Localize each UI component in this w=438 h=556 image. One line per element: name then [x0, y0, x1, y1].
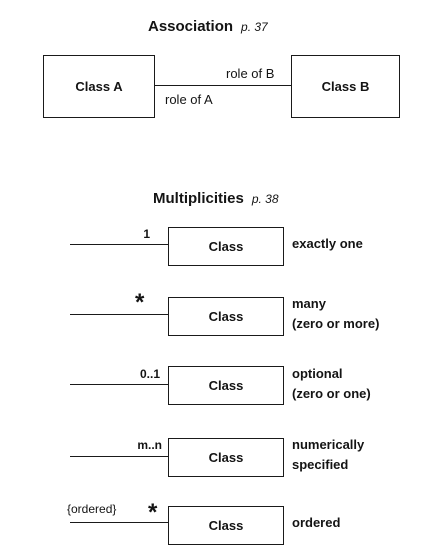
multiplicity-line-exactly-one	[70, 244, 168, 245]
association-title: Association	[148, 18, 234, 35]
description-many: many (zero or more)	[292, 294, 379, 334]
role-of-b-label: role of B	[226, 66, 275, 81]
description-line: (zero or more)	[292, 316, 380, 331]
description-line: specified	[292, 457, 349, 472]
multiplicity-line-numeric	[70, 456, 168, 457]
description-exactly-one: exactly one	[292, 234, 363, 254]
multiplicity-label-ordered: *	[148, 499, 158, 526]
description-line: ordered	[292, 515, 341, 530]
association-page-ref: p. 37	[241, 20, 268, 34]
class-box-exactly-one: Class	[168, 227, 284, 266]
class-box-ordered: Class	[168, 506, 284, 545]
description-line: numerically	[292, 437, 365, 452]
ordered-constraint-label: {ordered}	[67, 502, 117, 516]
multiplicities-heading: Multiplicities p. 38	[153, 190, 279, 207]
description-line: many	[292, 296, 326, 311]
description-line: (zero or one)	[292, 386, 371, 401]
multiplicities-page-ref: p. 38	[251, 192, 279, 206]
multiplicity-label-optional: 0..1	[139, 367, 160, 381]
description-optional: optional (zero or one)	[292, 364, 371, 404]
description-ordered: ordered	[292, 513, 340, 533]
association-line	[155, 85, 291, 86]
description-line: exactly one	[292, 236, 363, 251]
association-heading: Association p. 37	[148, 18, 268, 35]
class-box-numeric: Class	[168, 438, 284, 477]
class-b-box: Class B	[291, 55, 400, 118]
multiplicity-label-many: *	[135, 289, 145, 316]
multiplicity-line-ordered	[70, 522, 168, 523]
multiplicity-label-numeric: m..n	[137, 438, 162, 452]
description-line: optional	[292, 366, 343, 381]
multiplicity-line-many	[70, 314, 168, 315]
class-box-many: Class	[168, 297, 284, 336]
multiplicities-title: Multiplicities	[153, 190, 244, 207]
class-box-optional: Class	[168, 366, 284, 405]
role-of-a-label: role of A	[165, 92, 213, 107]
multiplicity-line-optional	[70, 384, 168, 385]
class-a-box: Class A	[43, 55, 155, 118]
description-numeric: numerically specified	[292, 435, 364, 475]
multiplicity-label-exactly-one: 1	[143, 227, 150, 241]
